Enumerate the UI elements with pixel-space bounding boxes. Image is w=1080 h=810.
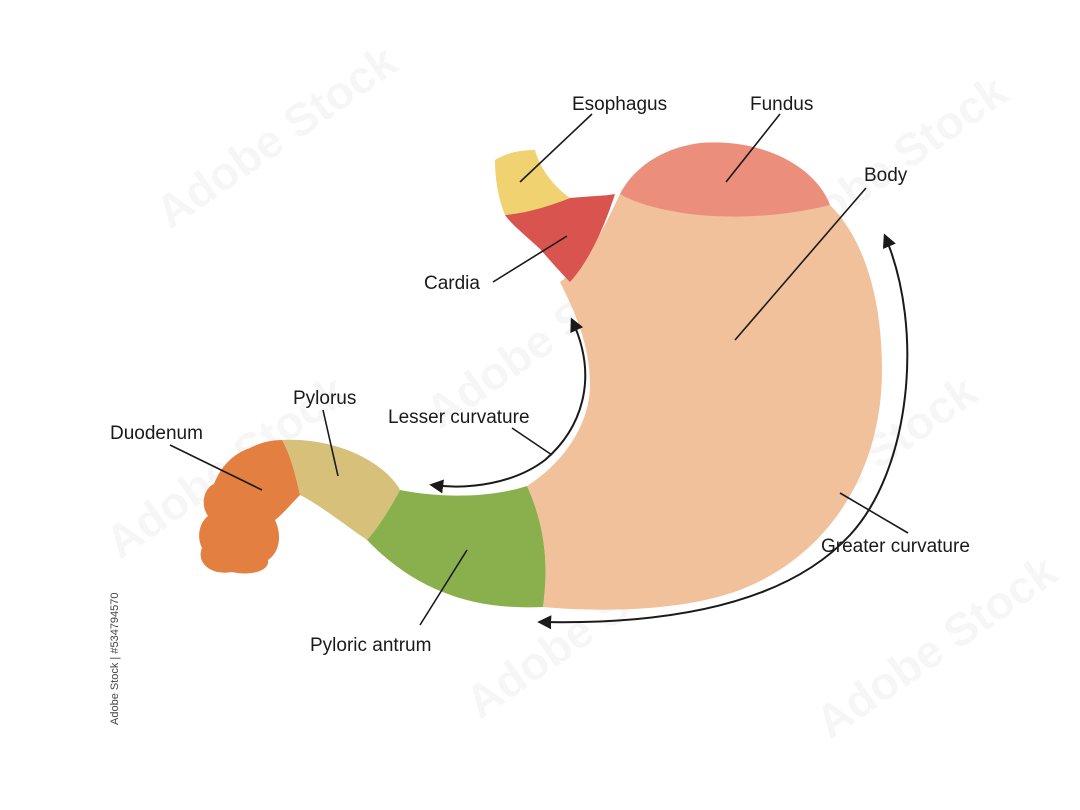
body-leader-line — [734, 187, 867, 341]
pyloric-antrum-leader-line — [419, 549, 468, 626]
pylorus-label: Pylorus — [293, 388, 356, 409]
pylorus-region — [282, 439, 400, 540]
esophagus-label: Esophagus — [572, 94, 667, 115]
cardia-leader-line — [492, 235, 568, 283]
duodenum-label: Duodenum — [110, 423, 203, 444]
greater-curvature-label: Greater curvature — [821, 536, 970, 557]
stock-id-text: Adobe Stock | #534794570 — [109, 592, 121, 725]
body-label: Body — [864, 165, 908, 186]
fundus-label: Fundus — [750, 94, 813, 115]
greater-curvature-arrow — [537, 233, 909, 630]
lesser-curvature-label: Lesser curvature — [388, 407, 530, 428]
watermark-layer: Adobe Stock Adobe Stock Adobe Stock Adob… — [96, 34, 1066, 748]
esophagus-region — [495, 150, 570, 215]
watermark-text: Adobe Stock — [146, 34, 406, 238]
cardia-label: Cardia — [424, 273, 480, 294]
greater-curvature-leader-line — [839, 492, 909, 534]
fundus-region — [620, 142, 830, 217]
pylorus-leader-line — [322, 409, 339, 477]
esophagus-leader-line — [519, 113, 593, 183]
lesser-curvature-leader-line — [511, 427, 553, 456]
duodenum-leader-line — [169, 444, 263, 491]
lesser-curvature-arrow — [429, 317, 587, 494]
duodenum-region — [199, 440, 300, 574]
pyloric-antrum-label: Pyloric antrum — [310, 635, 431, 656]
watermark-text: Adobe Stock — [806, 544, 1066, 748]
fundus-leader-line — [725, 113, 781, 183]
pyloric-antrum-region — [367, 486, 546, 608]
